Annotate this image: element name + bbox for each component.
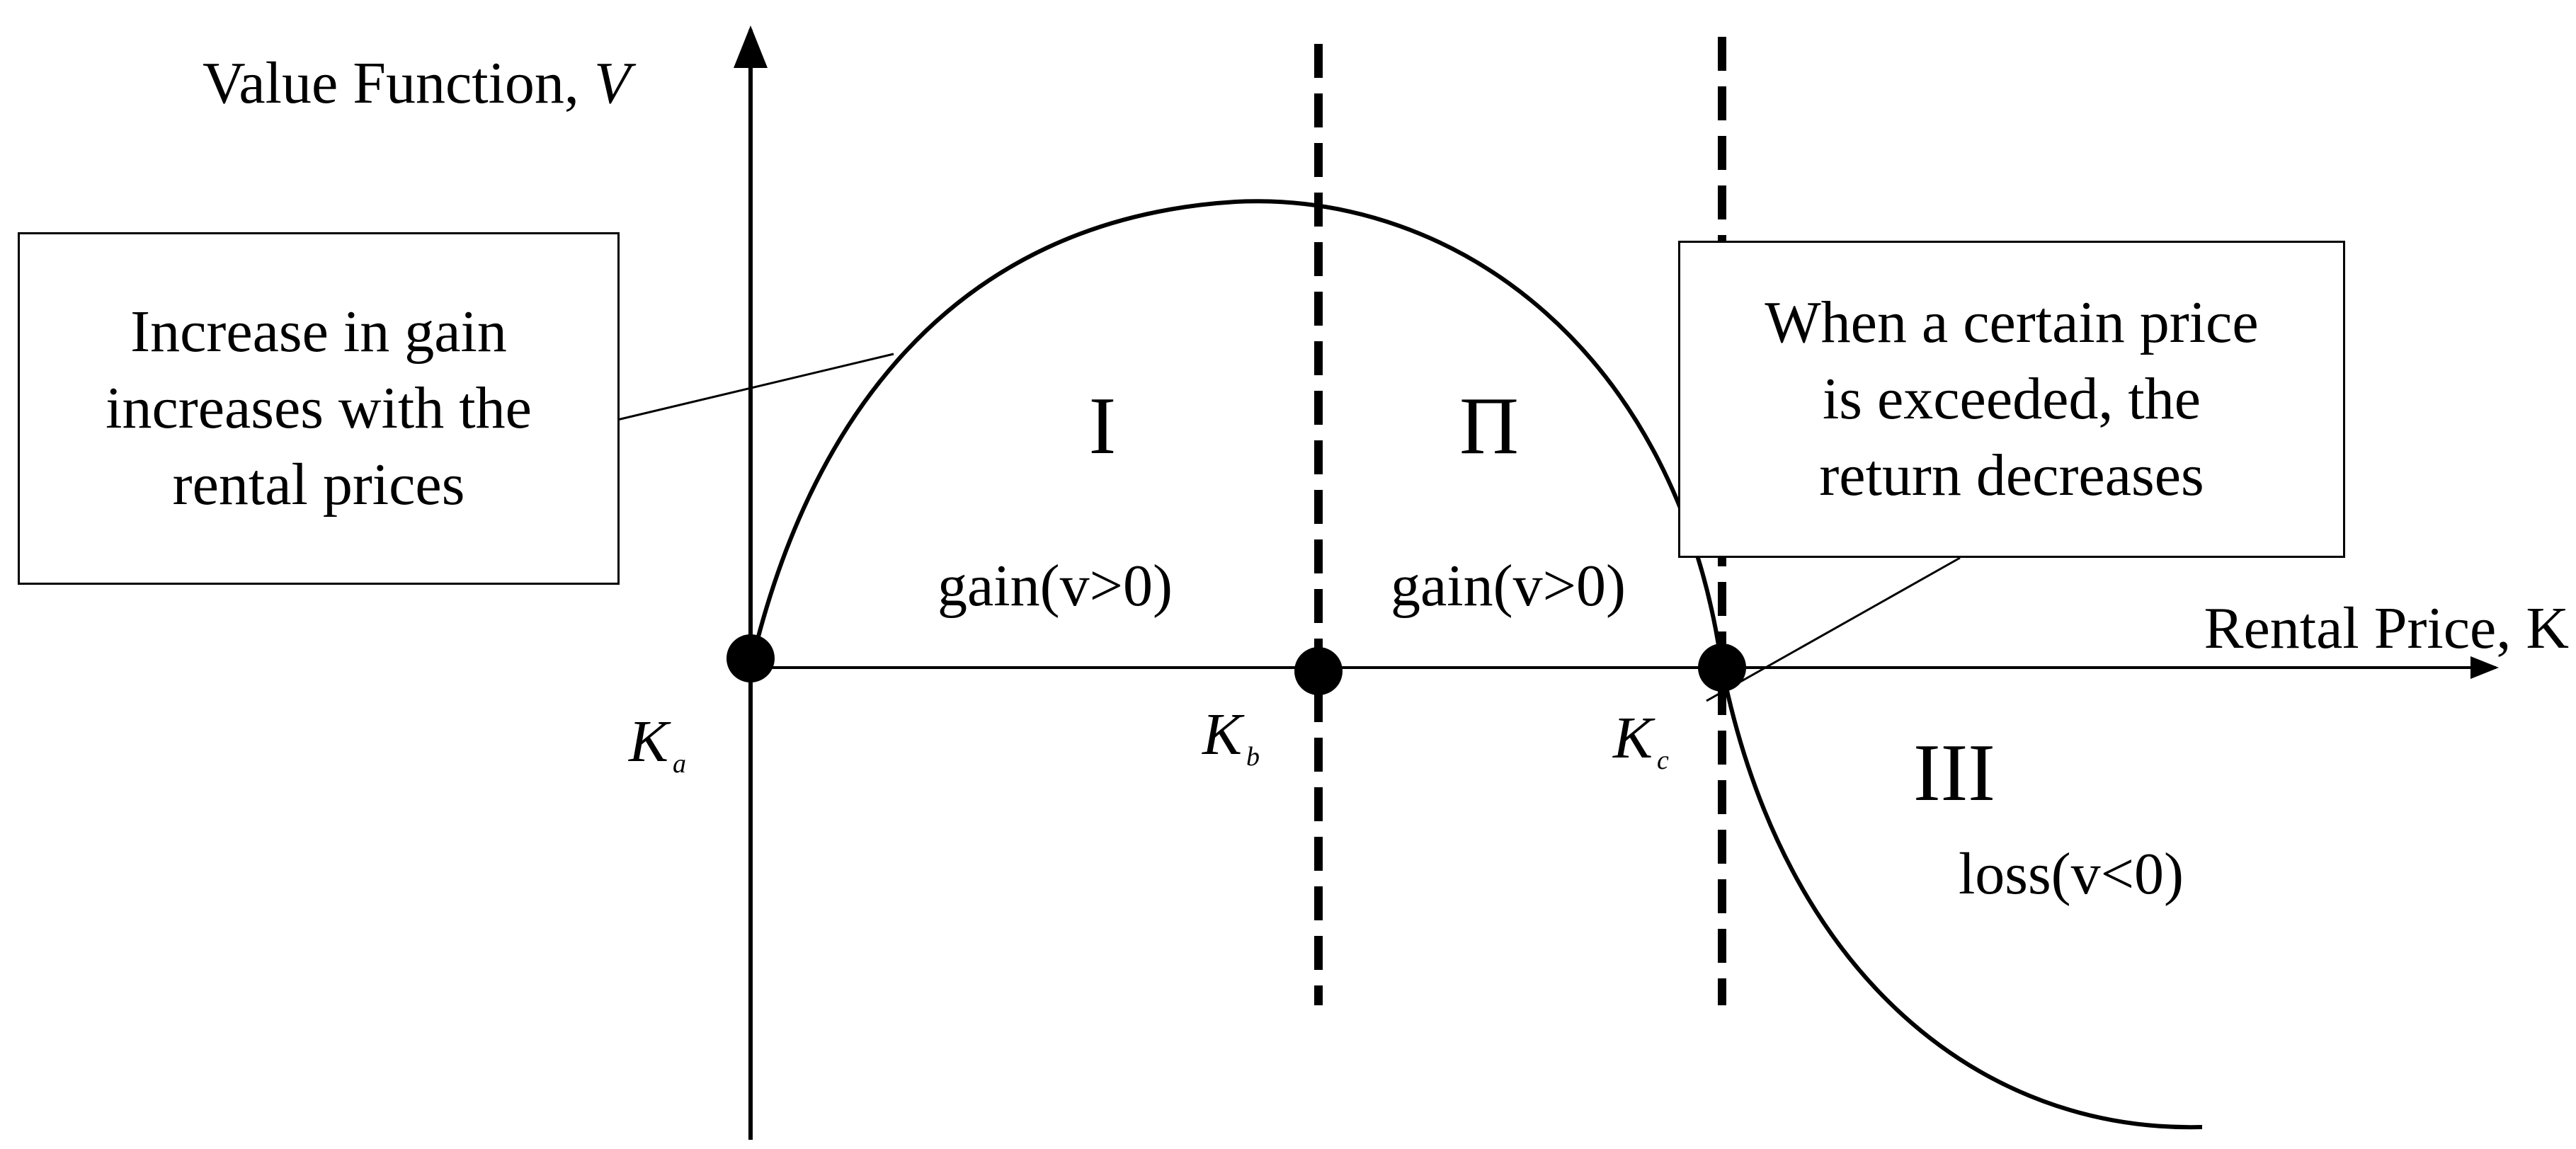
region-state-1: gain(v>0) — [937, 553, 1173, 619]
annotation-line: rental prices — [172, 452, 465, 518]
annotation-leader-left — [617, 353, 894, 421]
region-state-2: gain(v>0) — [1391, 553, 1626, 619]
y-axis-label: Value Function, V — [203, 50, 637, 116]
region-numeral-1: I — [1089, 381, 1117, 471]
point-kc — [1698, 644, 1746, 692]
x-axis-label: Rental Price, K — [2204, 595, 2569, 661]
point-ka — [726, 634, 775, 682]
region-state-3: loss(v<0) — [1959, 841, 2184, 907]
region-numeral-3: III — [1913, 728, 1995, 818]
annotation-box-return-decrease: When a certain price is exceeded, the re… — [1678, 241, 2345, 558]
annotation-box-gain-increase: Increase in gain increases with the rent… — [18, 232, 620, 585]
annotation-line: Increase in gain — [130, 299, 507, 365]
annotation-line: is exceeded, the — [1822, 366, 2201, 432]
point-kb — [1294, 647, 1343, 695]
annotation-line: increases with the — [106, 375, 532, 441]
annotation-line: return decreases — [1819, 442, 2204, 508]
annotation-leader-right — [1706, 556, 1961, 702]
annotation-line: When a certain price — [1765, 290, 2259, 355]
value-function-curve — [748, 199, 2203, 1130]
region-numeral-2: Π — [1459, 381, 1519, 471]
